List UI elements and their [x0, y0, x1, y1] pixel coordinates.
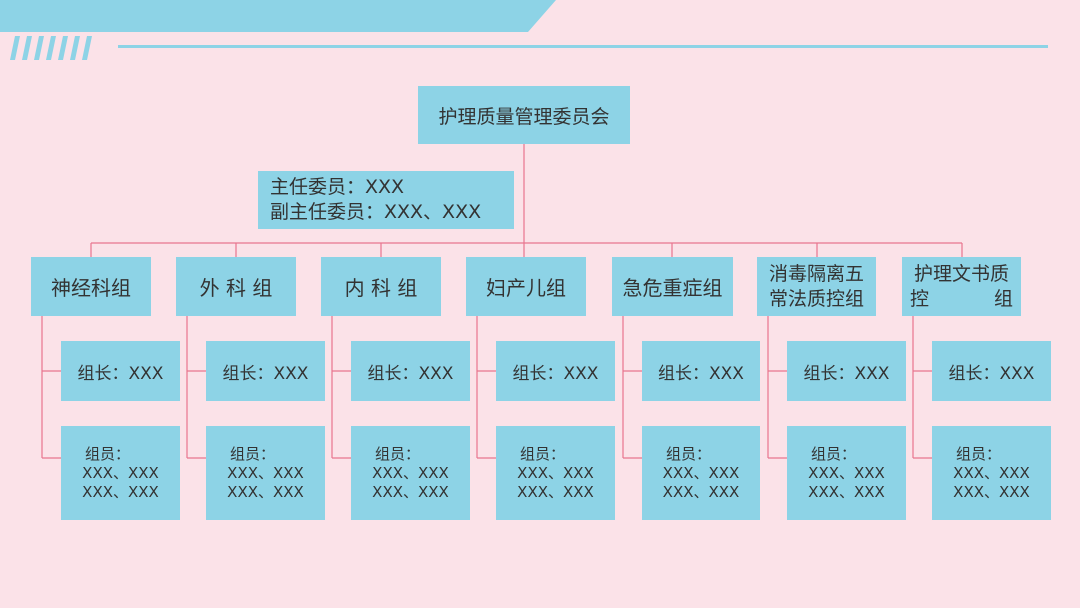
members-line-2: XXX、XXX [953, 482, 1030, 501]
members-line-2: XXX、XXX [517, 482, 594, 501]
group-leader: 组长：XXX [658, 363, 744, 384]
members-box-obstetrics-pediatrics: 组员： XXX、XXX XXX、XXX [496, 426, 615, 520]
members-line-1: XXX、XXX [227, 463, 304, 482]
members-line-2: XXX、XXX [372, 482, 449, 501]
members-label: 组员： [956, 444, 1002, 463]
group-leader: 组长：XXX [367, 363, 454, 384]
group-box-obstetrics-pediatrics: 妇产儿组 [466, 257, 586, 316]
committee-title: 护理质量管理委员会 [438, 105, 610, 128]
leader-box-internal-medicine: 组长：XXX [351, 341, 470, 401]
members-line-1: XXX、XXX [372, 463, 449, 482]
group-box-critical-care: 急危重症组 [612, 257, 733, 316]
members-label: 组员： [230, 444, 276, 463]
group-name: 内 科 组 [344, 276, 418, 300]
committee-chairs-box: 主任委员：XXX 副主任委员：XXX、XXX [258, 171, 514, 229]
committee-title-box: 护理质量管理委员会 [418, 86, 630, 144]
members-label: 组员： [811, 444, 857, 463]
group-box-neurology: 神经科组 [31, 257, 151, 316]
leader-box-neurology: 组长：XXX [61, 341, 180, 401]
members-line-1: XXX、XXX [662, 463, 740, 482]
group-box-infection-control: 消毒隔离五 常法质控组 [757, 257, 876, 316]
group-leader: 组长：XXX [512, 363, 599, 384]
members-box-surgery: 组员： XXX、XXX XXX、XXX [206, 426, 325, 520]
members-box-nursing-documents: 组员： XXX、XXX XXX、XXX [932, 426, 1051, 520]
group-name: 妇产儿组 [486, 276, 566, 300]
group-name-line-2: 常法质控组 [768, 287, 864, 310]
members-line-1: XXX、XXX [953, 463, 1030, 482]
group-name-line-1: 消毒隔离五 [768, 262, 864, 285]
leader-box-surgery: 组长：XXX [206, 341, 325, 401]
group-name-line-2-right: 组 [993, 287, 1013, 310]
group-box-internal-medicine: 内 科 组 [321, 257, 441, 316]
header-rule [118, 45, 1048, 48]
members-line-1: XXX、XXX [808, 463, 885, 482]
members-line-2: XXX、XXX [82, 482, 159, 501]
members-line-1: XXX、XXX [82, 463, 159, 482]
group-leader: 组长：XXX [77, 363, 164, 384]
header-banner [0, 0, 556, 32]
group-leader: 组长：XXX [222, 363, 309, 384]
members-label: 组员： [85, 444, 131, 463]
members-label: 组员： [520, 444, 566, 463]
group-name-line-2-left: 控 [910, 287, 930, 310]
group-name: 外 科 组 [199, 276, 273, 300]
members-box-infection-control: 组员： XXX、XXX XXX、XXX [787, 426, 906, 520]
members-label: 组员： [375, 444, 421, 463]
members-line-2: XXX、XXX [662, 482, 740, 501]
members-box-critical-care: 组员： XXX、XXX XXX、XXX [642, 426, 760, 520]
leader-box-obstetrics-pediatrics: 组长：XXX [496, 341, 615, 401]
members-label: 组员： [666, 444, 712, 463]
leader-box-critical-care: 组长：XXX [642, 341, 760, 401]
chair-line: 主任委员：XXX [270, 176, 405, 198]
members-box-internal-medicine: 组员： XXX、XXX XXX、XXX [351, 426, 470, 520]
vice-chair-line: 副主任委员：XXX、XXX [270, 201, 482, 223]
members-line-2: XXX、XXX [808, 482, 885, 501]
group-box-surgery: 外 科 组 [176, 257, 296, 316]
leader-box-infection-control: 组长：XXX [787, 341, 906, 401]
group-box-nursing-documents: 护理文书质 控 组 [902, 257, 1021, 316]
group-leader: 组长：XXX [948, 363, 1035, 384]
connector-lines [41, 144, 963, 459]
leader-box-nursing-documents: 组长：XXX [932, 341, 1051, 401]
members-line-2: XXX、XXX [227, 482, 304, 501]
header-stripes [10, 36, 92, 60]
group-name: 急危重症组 [622, 276, 723, 300]
group-name-line-2: 控 组 [910, 287, 1013, 312]
members-box-neurology: 组员： XXX、XXX XXX、XXX [61, 426, 180, 520]
group-leader: 组长：XXX [803, 363, 890, 384]
group-name: 神经科组 [51, 276, 131, 300]
group-name-line-1: 护理文书质 [913, 262, 1009, 285]
members-line-1: XXX、XXX [517, 463, 594, 482]
